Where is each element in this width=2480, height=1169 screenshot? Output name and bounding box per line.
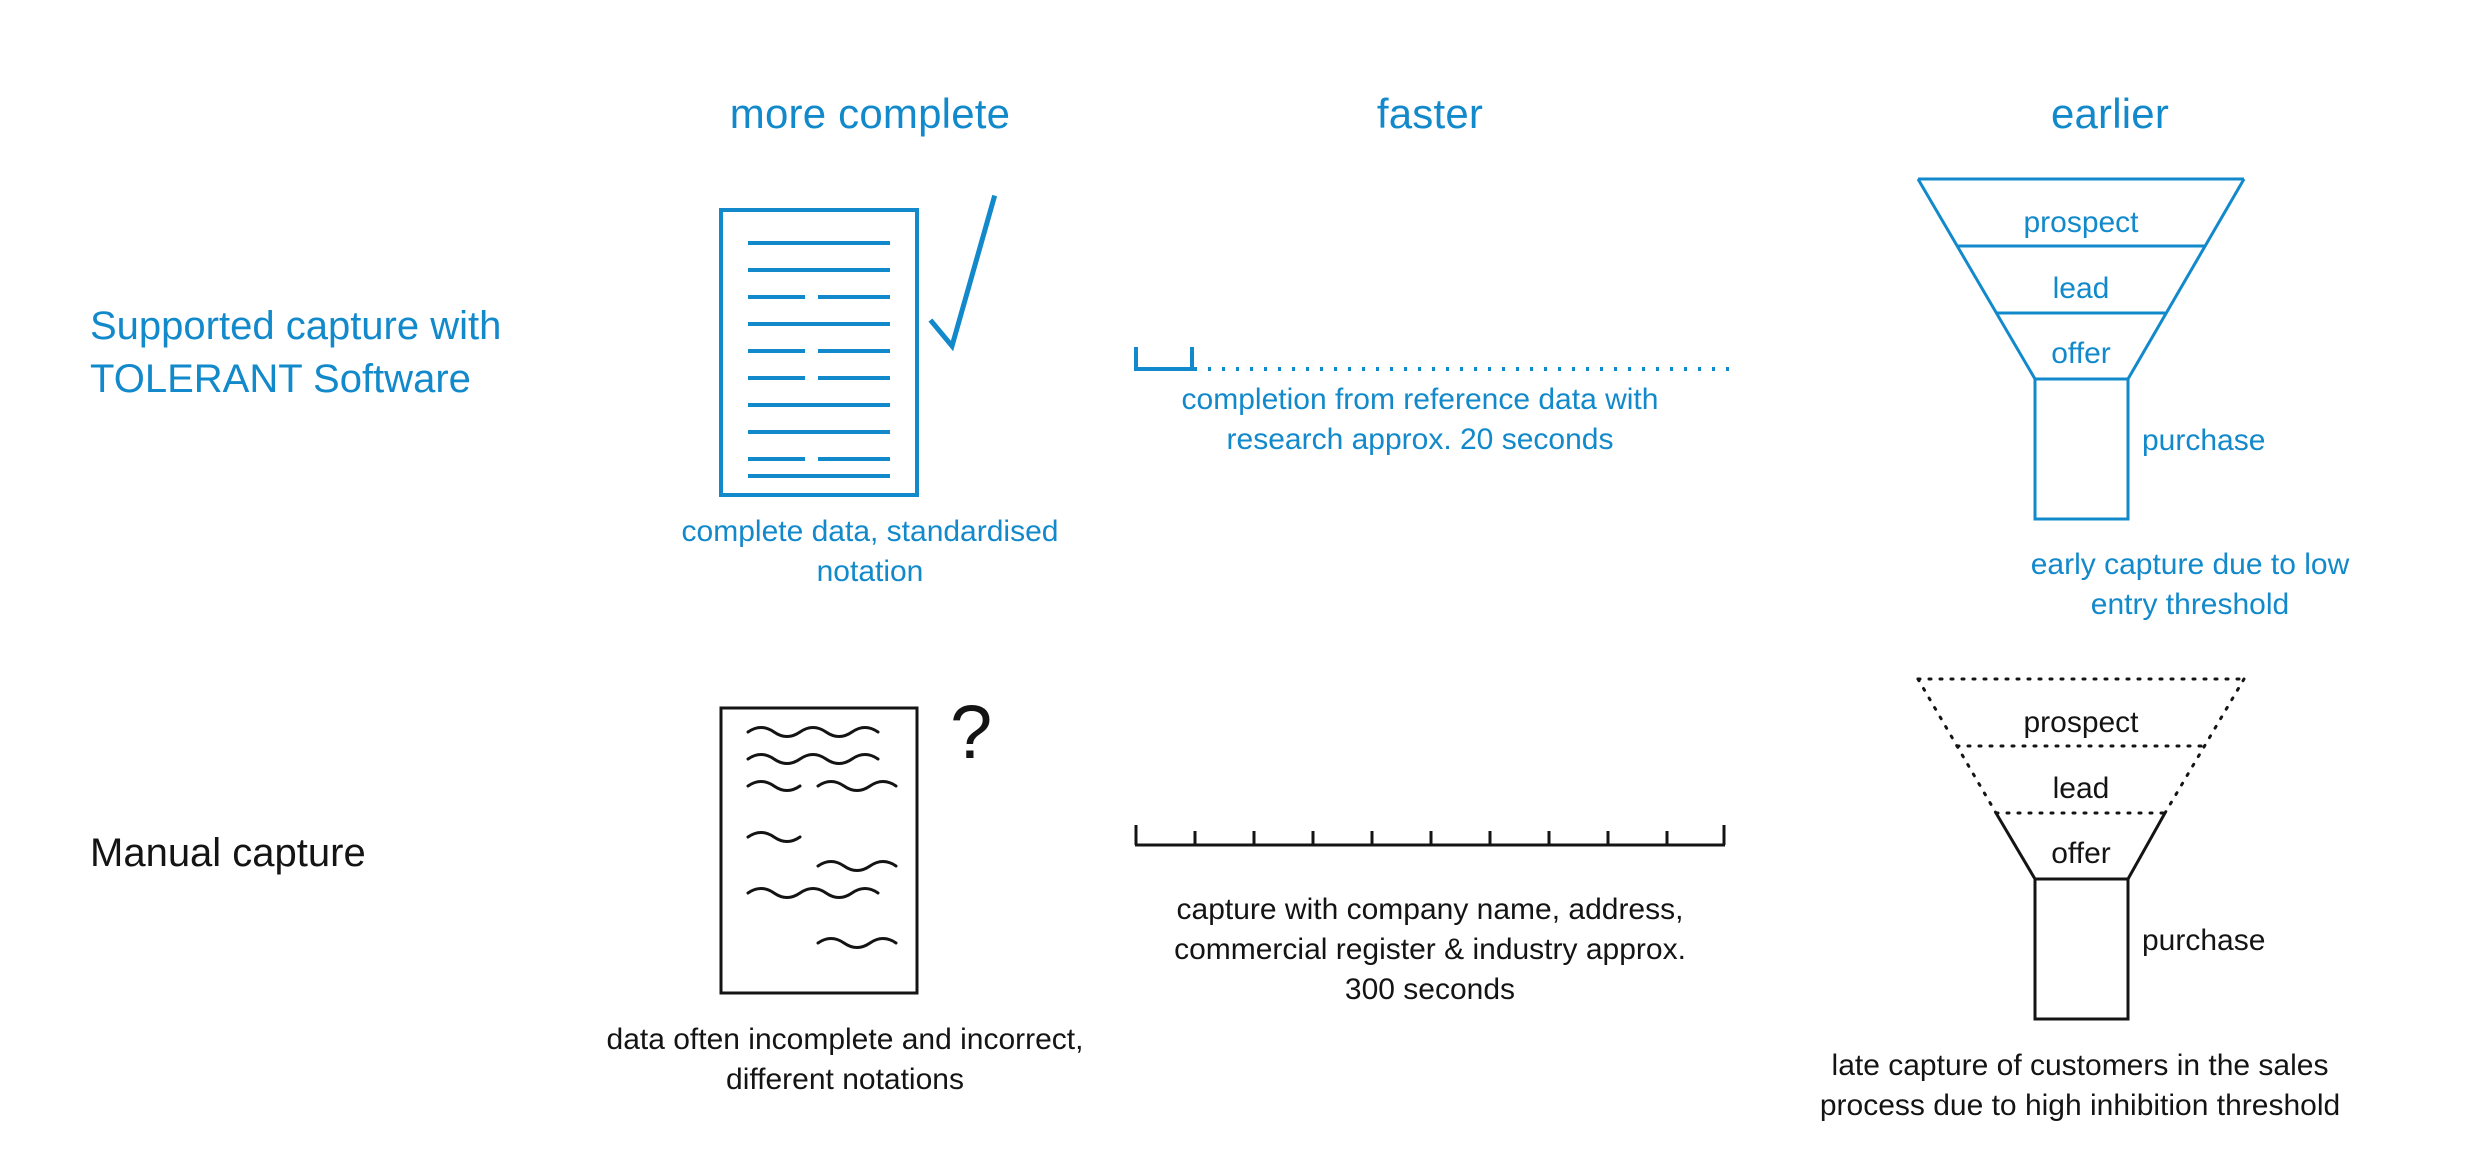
funnel-stage-lead: lead — [2053, 772, 2110, 805]
caption-data-incomplete: data often incomplete and incorrect, dif… — [606, 1023, 1084, 1096]
funnel-stage-prospect: prospect — [2023, 706, 2139, 739]
sales-funnel-solid-icon: prospect lead offer purchase — [1880, 160, 2300, 550]
caption-early-capture: early capture due to low entry threshold — [2030, 548, 2350, 621]
document-with-checkmark-icon — [700, 180, 1020, 510]
caption-completion-20-seconds: completion from reference data with rese… — [1181, 383, 1659, 456]
column-header-faster: faster — [1376, 90, 1484, 137]
document-with-question-mark-icon: ? — [700, 690, 1020, 1020]
sales-funnel-dotted-icon: prospect lead offer purchase — [1880, 660, 2300, 1050]
column-header-earlier: earlier — [2050, 90, 2170, 137]
row-label-supported-capture: Supported capture with TOLERANT Software — [90, 304, 502, 402]
funnel-stage-offer: offer — [2051, 337, 2111, 370]
checkmark-icon — [928, 194, 998, 352]
long-duration-ruler-icon — [1130, 823, 1740, 875]
funnel-stage-offer: offer — [2051, 837, 2111, 870]
funnel-stage-lead: lead — [2053, 272, 2110, 305]
funnel-stage-purchase: purchase — [2142, 924, 2265, 957]
short-duration-ruler-icon — [1120, 325, 1740, 375]
funnel-stage-purchase: purchase — [2142, 424, 2265, 457]
caption-complete-data: complete data, standardised notation — [681, 515, 1059, 588]
caption-capture-300-seconds: capture with company name, address, comm… — [1174, 893, 1686, 1006]
question-mark-icon: ? — [950, 690, 992, 775]
funnel-stage-prospect: prospect — [2023, 206, 2139, 239]
row-label-manual-capture: Manual capture — [90, 831, 366, 875]
caption-late-capture: late capture of customers in the sales p… — [1819, 1049, 2341, 1122]
column-header-more-complete: more complete — [729, 90, 1011, 137]
